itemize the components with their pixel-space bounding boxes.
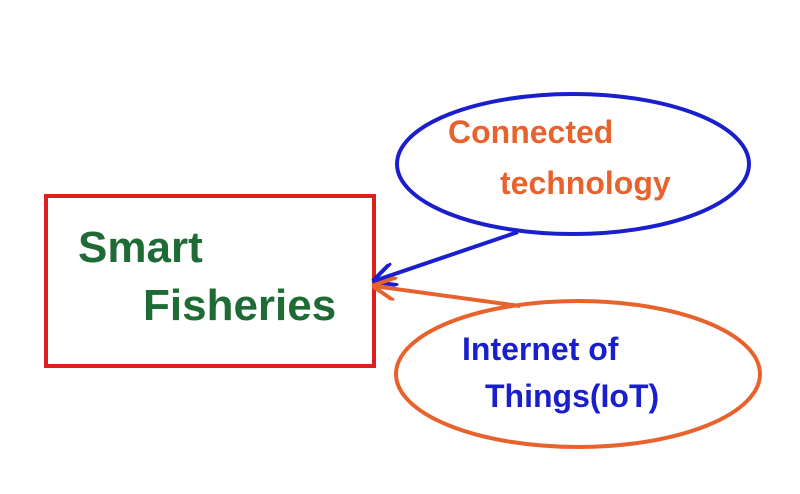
connected-technology-label-line2: technology <box>500 165 671 201</box>
iot-node: Internet of Things(IoT) <box>394 299 762 449</box>
connected-technology-node: Connected technology <box>395 92 751 236</box>
iot-label-line2: Things(IoT) <box>485 378 659 414</box>
connected-technology-label-line1: Connected <box>448 114 613 150</box>
smart-fisheries-node: Smart Fisheries <box>44 194 376 368</box>
iot-label-line1: Internet of <box>462 331 619 367</box>
iot-ellipse <box>394 299 762 449</box>
smart-fisheries-label-line1: Smart <box>78 223 203 272</box>
smart-fisheries-box <box>44 194 376 368</box>
arrow-connected-technology-to-smart-fisheries <box>374 230 519 281</box>
arrow-iot-to-smart-fisheries <box>374 286 521 308</box>
smart-fisheries-label-line2: Fisheries <box>143 281 336 330</box>
connected-technology-ellipse <box>395 92 751 236</box>
